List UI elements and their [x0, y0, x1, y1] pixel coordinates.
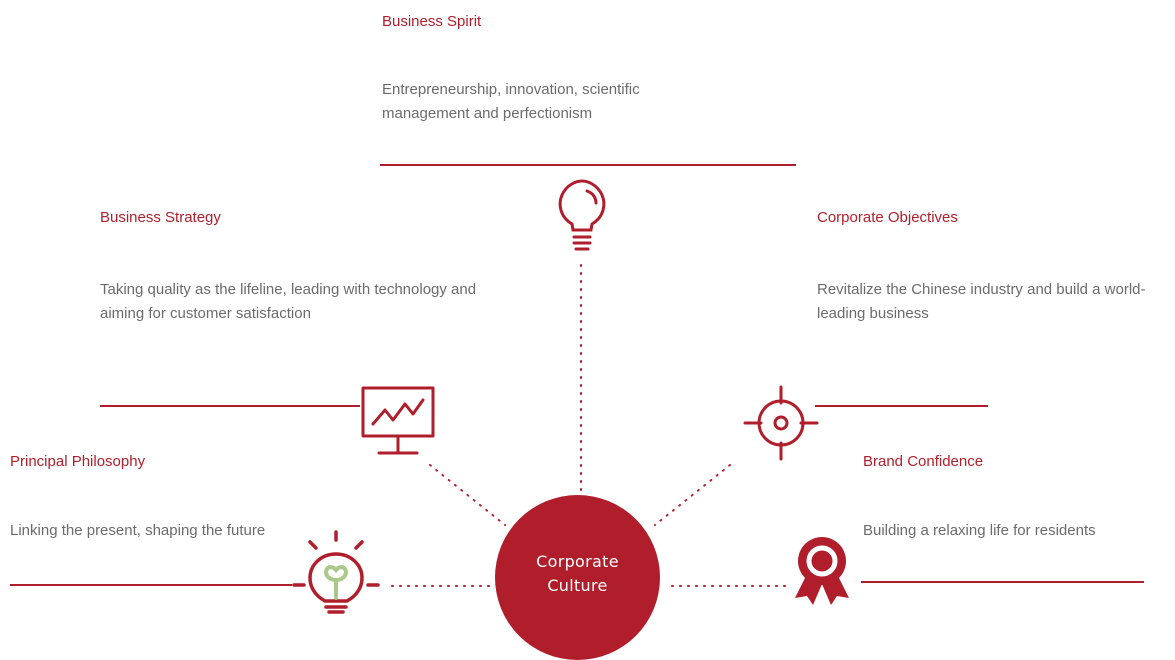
- business-strategy-desc: Taking quality as the lifeline, leading …: [100, 281, 477, 322]
- corporate-objectives-rule: [815, 405, 988, 407]
- business-strategy-title: Business Strategy: [100, 209, 221, 226]
- monitor-chart-icon: [361, 386, 435, 455]
- brand-confidence-title: Brand Confidence: [863, 453, 984, 470]
- corporate-objectives-desc: Revitalize the Chinese industry and buil…: [817, 281, 1146, 322]
- brand-confidence-rule: [861, 581, 1144, 583]
- corporate-objectives-title: Corporate Objectives: [817, 209, 958, 226]
- brand-confidence-desc: Building a relaxing life for residents: [863, 522, 1096, 539]
- business-spirit-desc: Entrepreneurship, innovation, scientific…: [382, 81, 640, 122]
- lightbulb-outline-icon: [558, 179, 606, 251]
- principal-philosophy-rule: [10, 584, 292, 586]
- connector-upper-left: [429, 464, 506, 526]
- idea-bulb-icon: [292, 530, 380, 614]
- center-label-line2: Culture: [547, 575, 608, 595]
- business-spirit-title: Business Spirit: [382, 13, 482, 30]
- connector-upper-right: [654, 464, 731, 526]
- business-spirit-rule: [380, 164, 796, 166]
- business-strategy-rule: [100, 405, 360, 407]
- center-label-line1: Corporate: [536, 551, 619, 571]
- principal-philosophy-title: Principal Philosophy: [10, 453, 146, 470]
- principal-philosophy-desc: Linking the present, shaping the future: [10, 522, 266, 539]
- target-crosshair-icon: [743, 385, 819, 461]
- corporate-culture-circle: Corporate Culture: [495, 495, 660, 660]
- award-ribbon-icon: [795, 537, 849, 605]
